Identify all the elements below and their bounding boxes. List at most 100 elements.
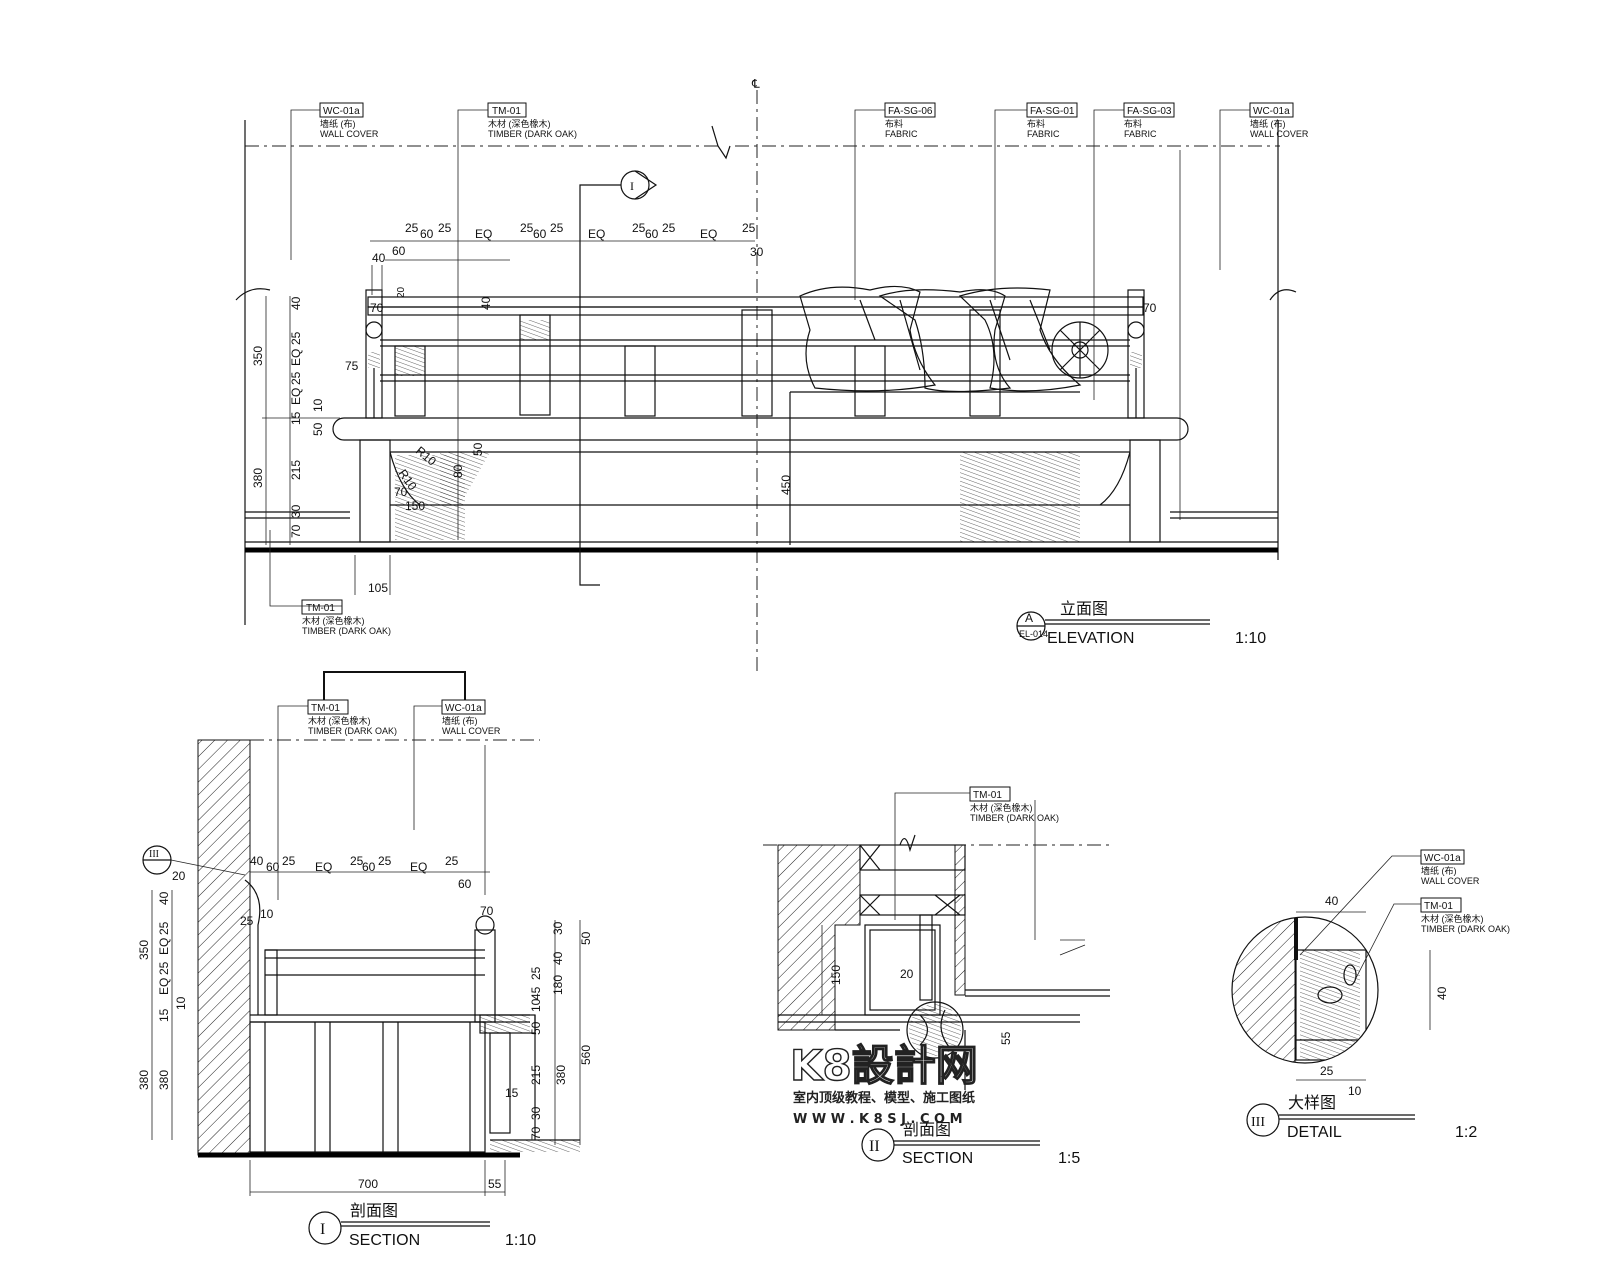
- svg-text:立面图: 立面图: [1060, 600, 1108, 618]
- svg-text:25: 25: [405, 221, 419, 235]
- elevation-view: ℄: [235, 77, 1309, 672]
- svg-text:木材 (深色橡木): 木材 (深色橡木): [488, 118, 551, 129]
- section-marker-I: I: [579, 170, 658, 586]
- svg-text:50: 50: [529, 1021, 543, 1035]
- svg-text:布料: 布料: [1027, 118, 1045, 129]
- svg-text:布料: 布料: [1124, 118, 1142, 129]
- svg-text:ELEVATION: ELEVATION: [1047, 630, 1134, 647]
- svg-text:15: 15: [157, 1008, 171, 1022]
- svg-text:450: 450: [779, 475, 793, 495]
- svg-text:K8設計网: K8設計网: [790, 1041, 978, 1090]
- svg-text:40: 40: [250, 854, 264, 868]
- svg-text:TM-01: TM-01: [973, 790, 1002, 801]
- svg-text:WC-01a: WC-01a: [323, 106, 360, 117]
- svg-text:木材 (深色橡木): 木材 (深色橡木): [970, 802, 1033, 813]
- svg-text:150: 150: [829, 965, 843, 985]
- svg-text:10: 10: [529, 998, 543, 1012]
- svg-text:WALL COVER: WALL COVER: [320, 129, 379, 139]
- svg-text:TM-01: TM-01: [1424, 901, 1453, 912]
- svg-text:70: 70: [480, 904, 494, 918]
- svg-text:EL-014: EL-014: [1019, 629, 1048, 639]
- svg-text:560: 560: [579, 1045, 593, 1065]
- detail-III-view: WC-01a 墙纸 (布) WALL COVER TM-01 木材 (深色橡木)…: [1231, 849, 1510, 1141]
- svg-text:EQ: EQ: [475, 227, 492, 241]
- svg-text:60: 60: [420, 227, 434, 241]
- svg-text:1:10: 1:10: [1235, 630, 1266, 647]
- svg-text:25: 25: [1320, 1064, 1334, 1078]
- svg-text:TIMBER (DARK OAK): TIMBER (DARK OAK): [302, 626, 391, 636]
- svg-text:25: 25: [520, 221, 534, 235]
- svg-text:10: 10: [174, 996, 188, 1010]
- svg-text:215: 215: [289, 460, 303, 480]
- section-II-view: TM-01 木材 (深色橡木) TIMBER (DARK OAK) 150 20…: [763, 786, 1110, 1167]
- svg-text:60: 60: [266, 860, 280, 874]
- svg-text:380: 380: [251, 468, 265, 488]
- svg-text:60: 60: [362, 860, 376, 874]
- svg-text:25: 25: [157, 961, 171, 975]
- svg-text:墙纸 (布): 墙纸 (布): [1250, 118, 1286, 129]
- svg-text:70: 70: [289, 524, 303, 538]
- svg-text:40: 40: [157, 891, 171, 905]
- svg-text:1:2: 1:2: [1455, 1124, 1477, 1141]
- svg-text:70: 70: [1143, 301, 1157, 315]
- svg-text:350: 350: [251, 346, 265, 366]
- svg-text:TM-01: TM-01: [306, 603, 335, 614]
- svg-text:70: 70: [394, 485, 408, 499]
- svg-text:15: 15: [505, 1086, 519, 1100]
- svg-text:25: 25: [240, 914, 254, 928]
- svg-text:10: 10: [260, 907, 274, 921]
- center-line-symbol: ℄: [751, 77, 760, 91]
- svg-text:EQ: EQ: [410, 860, 427, 874]
- svg-text:380: 380: [554, 1065, 568, 1085]
- svg-text:木材 (深色橡木): 木材 (深色橡木): [302, 615, 365, 626]
- svg-text:DETAIL: DETAIL: [1287, 1124, 1342, 1141]
- elevation-left-dims: 350 380 40 25 EQ 25 EQ 10 15 50 215 30 7…: [251, 296, 340, 545]
- svg-text:A: A: [1025, 611, 1033, 625]
- svg-text:30: 30: [529, 1106, 543, 1120]
- svg-text:180: 180: [551, 975, 565, 995]
- svg-text:70: 70: [370, 301, 384, 315]
- svg-text:剖面图: 剖面图: [903, 1121, 951, 1139]
- svg-text:25: 25: [378, 854, 392, 868]
- svg-text:25: 25: [445, 854, 459, 868]
- svg-text:380: 380: [137, 1070, 151, 1090]
- svg-text:40: 40: [479, 296, 493, 310]
- svg-text:55: 55: [999, 1031, 1013, 1045]
- svg-text:TM-01: TM-01: [492, 106, 521, 117]
- elevation-title: A EL-014 立面图 ELEVATION 1:10: [1016, 600, 1266, 647]
- svg-text:40: 40: [551, 951, 565, 965]
- svg-text:40: 40: [289, 296, 303, 310]
- svg-text:60: 60: [392, 244, 406, 258]
- watermark: K8設計网 室内顶级教程、模型、施工图纸 W W W . K 8 S J . C…: [789, 1040, 978, 1127]
- svg-text:150: 150: [405, 499, 425, 513]
- svg-text:215: 215: [529, 1065, 543, 1085]
- svg-text:20: 20: [900, 967, 914, 981]
- svg-text:55: 55: [488, 1177, 502, 1191]
- svg-text:25: 25: [632, 221, 646, 235]
- svg-text:20: 20: [172, 869, 186, 883]
- svg-text:FA-SG-06: FA-SG-06: [888, 106, 933, 117]
- svg-text:1:10: 1:10: [505, 1232, 536, 1249]
- svg-text:700: 700: [358, 1177, 378, 1191]
- svg-text:75: 75: [345, 359, 359, 373]
- svg-text:大样图: 大样图: [1288, 1094, 1336, 1112]
- svg-text:25: 25: [157, 921, 171, 935]
- svg-text:II: II: [869, 1138, 880, 1155]
- svg-text:TM-01: TM-01: [311, 703, 340, 714]
- svg-text:EQ: EQ: [588, 227, 605, 241]
- svg-text:FA-SG-01: FA-SG-01: [1030, 106, 1075, 117]
- svg-text:10: 10: [1348, 1084, 1362, 1098]
- svg-text:FABRIC: FABRIC: [1124, 129, 1157, 139]
- svg-text:FABRIC: FABRIC: [885, 129, 918, 139]
- svg-text:350: 350: [137, 940, 151, 960]
- svg-text:EQ: EQ: [289, 349, 303, 366]
- svg-text:40: 40: [1325, 894, 1339, 908]
- svg-text:EQ: EQ: [157, 978, 171, 995]
- svg-text:45: 45: [529, 986, 543, 1000]
- svg-text:WALL COVER: WALL COVER: [1421, 876, 1480, 886]
- svg-text:EQ: EQ: [289, 388, 303, 405]
- svg-text:SECTION: SECTION: [902, 1150, 973, 1167]
- svg-text:I: I: [630, 179, 634, 193]
- svg-text:25: 25: [282, 854, 296, 868]
